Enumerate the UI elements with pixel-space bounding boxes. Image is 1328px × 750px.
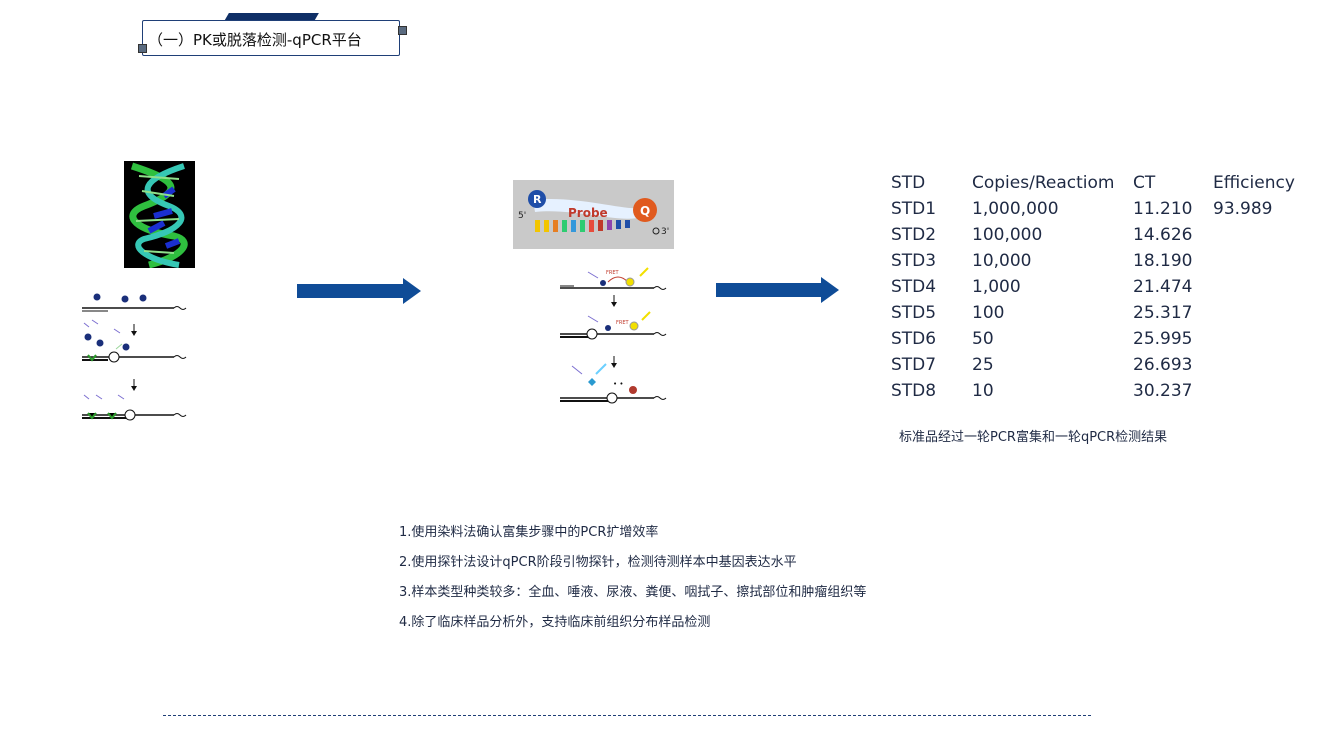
five-prime-label: 5' — [518, 211, 526, 221]
note-item: 1.使用染料法确认富集步骤中的PCR扩增效率 — [399, 525, 659, 540]
table-header-cell: Copies/Reactiom — [972, 173, 1115, 193]
probe-label: Probe — [568, 206, 608, 220]
table-header-cell: CT — [1133, 173, 1156, 193]
table-cell: 30.237 — [1133, 381, 1193, 401]
table-cell: 50 — [972, 329, 994, 349]
reporter-label: R — [533, 193, 542, 206]
table-cell: STD4 — [891, 277, 937, 297]
table-row: STD2 100,000 14.626 — [891, 222, 1295, 248]
table-cell: 10 — [972, 381, 994, 401]
dye-method-schematic — [82, 293, 187, 421]
table-cell: STD7 — [891, 355, 937, 375]
taqman-probe-image: Probe R Q 5' 3' — [513, 180, 674, 249]
notes-list: 1.使用染料法确认富集步骤中的PCR扩增效率 2.使用探针法设计qPCR阶段引物… — [399, 522, 866, 642]
table-caption: 标准品经过一轮PCR富集和一轮qPCR检测结果 — [899, 430, 1168, 445]
table-cell: 25 — [972, 355, 994, 375]
table-cell: 1,000,000 — [972, 199, 1059, 219]
three-prime-label: 3' — [661, 227, 669, 237]
title-corner-right — [398, 26, 407, 35]
table-cell — [1213, 326, 1295, 352]
table-cell: STD1 — [891, 199, 937, 219]
table-cell — [1213, 274, 1295, 300]
note-item: 4.除了临床样品分析外，支持临床前组织分布样品检测 — [399, 615, 711, 630]
table-cell: STD5 — [891, 303, 937, 323]
quencher-label: Q — [640, 204, 650, 218]
table-row: STD4 1,000 21.474 — [891, 274, 1295, 300]
table-row: STD7 25 26.693 — [891, 352, 1295, 378]
table-cell: 10,000 — [972, 251, 1032, 271]
table-cell — [1213, 222, 1295, 248]
table-header-row: STD Copies/Reactiom CT Efficiency — [891, 170, 1295, 196]
table-cell: 11.210 — [1133, 199, 1193, 219]
note-item: 3.样本类型种类较多：全血、唾液、尿液、粪便、咽拭子、擦拭部位和肿瘤组织等 — [399, 585, 867, 600]
process-arrow-1-icon — [297, 278, 421, 304]
table-cell — [1213, 378, 1295, 404]
table-cell: 100 — [972, 303, 1005, 323]
table-cell: STD6 — [891, 329, 937, 349]
table-cell: 14.626 — [1133, 225, 1193, 245]
dna-helix-image — [124, 161, 195, 268]
table-cell: STD3 — [891, 251, 937, 271]
table-row: STD1 1,000,000 11.210 93.989 — [891, 196, 1295, 222]
table-header-cell: Efficiency — [1213, 173, 1295, 193]
title-corner-left — [138, 44, 147, 53]
table-cell: 25.317 — [1133, 303, 1193, 323]
note-item: 2.使用探针法设计qPCR阶段引物探针，检测待测样本中基因表达水平 — [399, 555, 797, 570]
process-arrow-2-icon — [716, 277, 839, 303]
table-cell — [1213, 248, 1295, 274]
table-cell — [1213, 352, 1295, 378]
table-cell: 1,000 — [972, 277, 1021, 297]
svg-text:FRET: FRET — [606, 270, 620, 276]
table-cell: STD8 — [891, 381, 937, 401]
svg-text:• •: • • — [613, 380, 623, 388]
table-row: STD6 50 25.995 — [891, 326, 1295, 352]
svg-text:FRET: FRET — [616, 320, 630, 326]
table-row: STD5 100 25.317 — [891, 300, 1295, 326]
title-box: （一）PK或脱落检测-qPCR平台 — [142, 20, 400, 56]
table-header-cell: STD — [891, 173, 926, 193]
probe-method-schematic: FRET FRET • • — [560, 267, 667, 404]
footer-divider — [163, 715, 1091, 716]
table-cell: 26.693 — [1133, 355, 1193, 375]
table-cell: 21.474 — [1133, 277, 1193, 297]
table-cell — [1213, 300, 1295, 326]
table-cell: 18.190 — [1133, 251, 1193, 271]
page-title: （一）PK或脱落检测-qPCR平台 — [148, 31, 362, 49]
table-cell: STD2 — [891, 225, 937, 245]
table-cell: 100,000 — [972, 225, 1043, 245]
table-row: STD8 10 30.237 — [891, 378, 1295, 404]
table-cell: 93.989 — [1213, 199, 1273, 219]
table-row: STD3 10,000 18.190 — [891, 248, 1295, 274]
table-cell: 25.995 — [1133, 329, 1193, 349]
